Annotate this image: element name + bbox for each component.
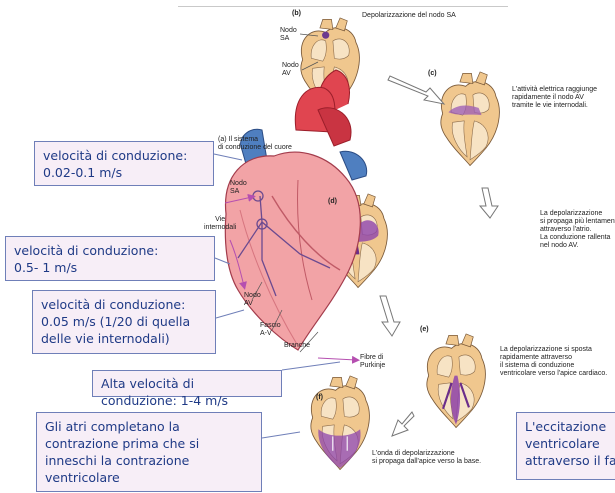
heart-a-fascio-av: Fascio A-V [260,322,281,338]
main-heart [225,70,366,350]
panel-b-nodo-sa: Nodo SA [280,27,297,43]
heart-a-branche: Branche [284,342,310,350]
heart-panel-c [441,72,500,166]
heart-a-nodo-sa: Nodo SA [230,180,247,196]
panel-f-letter: (f) [316,394,323,401]
callout-internodal-speed: velocità di conduzione:0.5- 1 m/s [5,236,215,281]
arrow-d-e [380,296,400,336]
heart-a-title: (a) Il sistema di conduzione del cuore [218,136,292,152]
panel-c-caption: L'attività elettrica raggiunge rapidamen… [512,86,597,110]
heart-panel-e [427,334,486,428]
arrow-e-f [392,412,414,436]
heart-a-fibre-purkinje: Fibre di Purkinje [360,354,385,370]
panel-b-caption: Depolarizzazione del nodo SA [362,12,456,20]
heart-panel-f [311,376,370,470]
panel-e-letter: (e) [420,326,429,333]
panel-b-letter: (b) [292,10,301,17]
panel-e-caption: La depolarizzazione si sposta rapidament… [500,346,607,378]
panel-f-caption: L'onda di depolarizzazione si propaga da… [372,450,481,466]
callout-av-node-speed: velocità di conduzione:0.05 m/s (1/20 di… [32,290,216,354]
panel-c-letter: (c) [428,70,437,77]
arrow-b-c [388,76,444,104]
arrow-c-d [480,188,498,218]
heart-a-vie-internodali: Vie internodali [204,216,236,232]
callout-sa-speed: velocità di conduzione:0.02-0.1 m/s [34,141,214,186]
panel-d-letter: (d) [328,198,337,205]
heart-a-nodo-av: Nodo AV [244,292,261,308]
panel-b-nodo-av: Nodo AV [282,62,299,78]
callout-purkinje-speed: Alta velocità di conduzione: 1-4 m/s [92,370,282,397]
panel-d-caption: La depolarizzazione si propaga più lenta… [540,210,615,250]
